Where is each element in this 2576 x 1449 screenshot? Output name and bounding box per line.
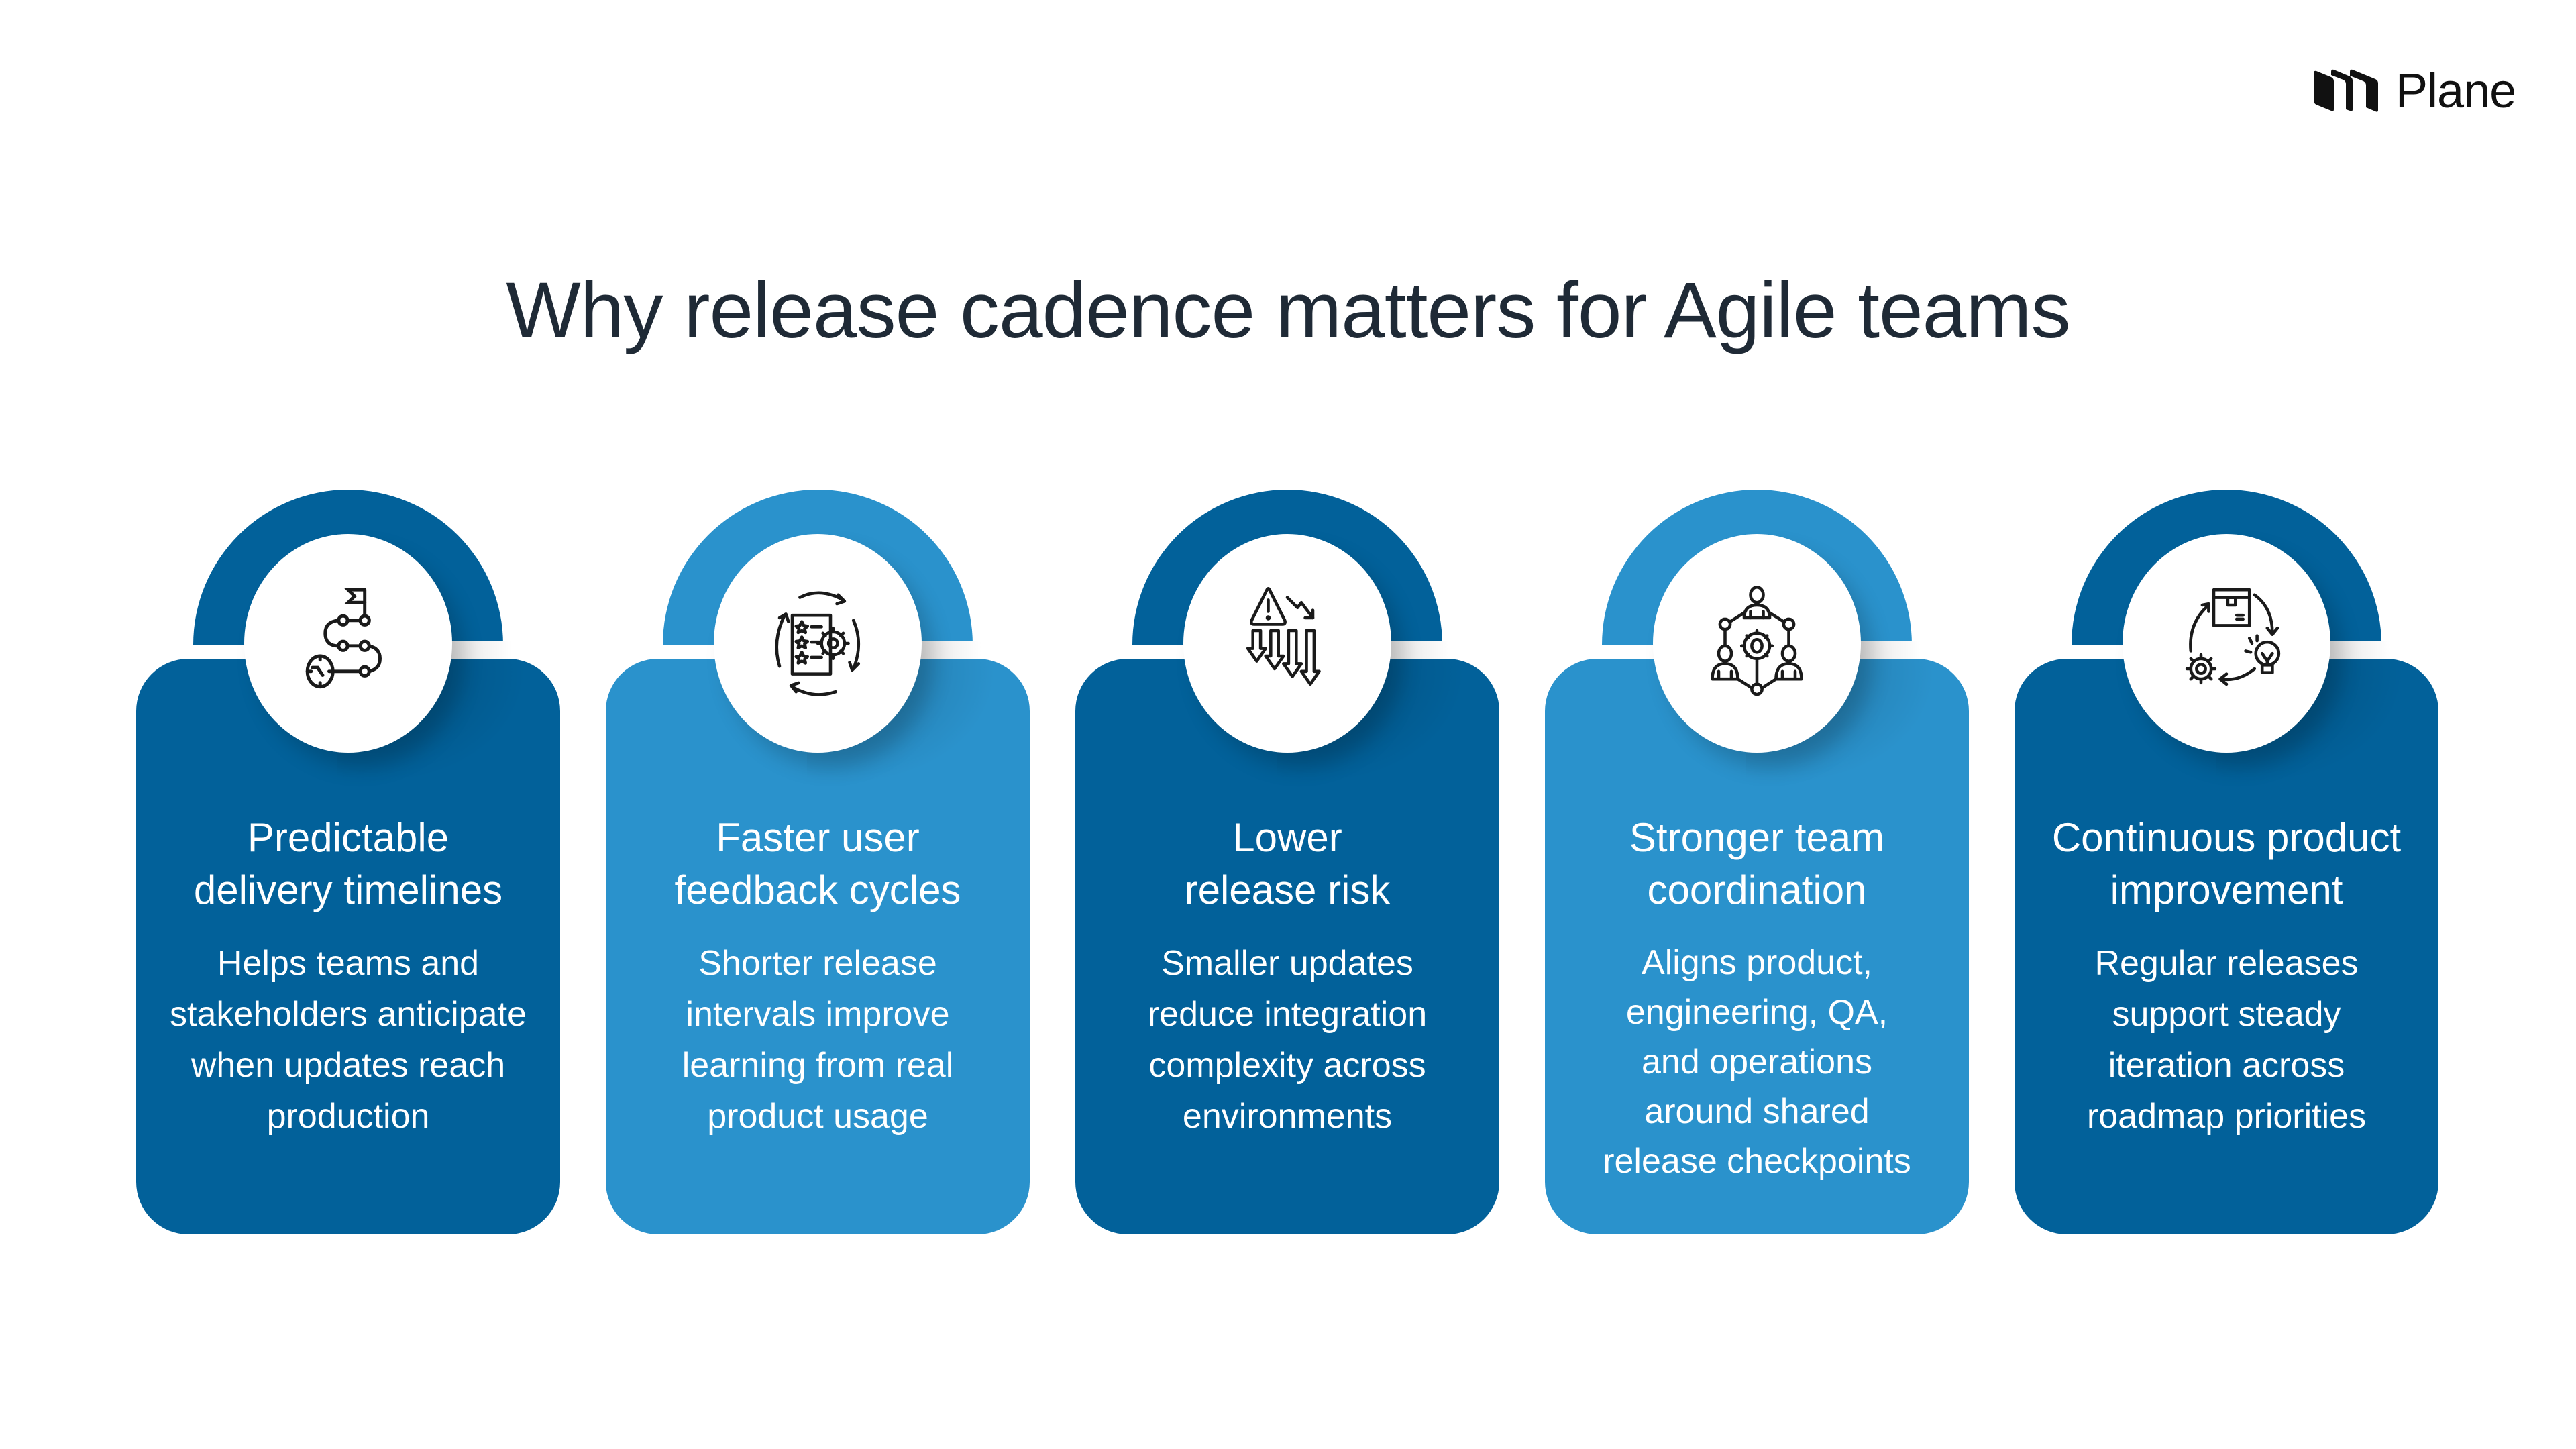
card-desc-line: complexity across [1148, 1046, 1426, 1085]
benefit-card-team-coordination: Stronger team coordination Aligns produc… [1545, 490, 1969, 1234]
card-description: Smaller updates reduce integration compl… [1089, 938, 1486, 1142]
icon-circle [714, 534, 922, 753]
card-desc-line: roadmap priorities [2086, 1097, 2367, 1136]
logo-text: Plane [2396, 64, 2516, 118]
card-desc-line: around shared [1644, 1092, 1870, 1131]
card-title: Stronger team coordination [1545, 812, 1969, 916]
card-desc-line: release checkpoints [1603, 1142, 1911, 1181]
card-title: Faster user feedback cycles [606, 812, 1030, 916]
benefit-card-lower-risk: Lower release risk Smaller updates reduc… [1075, 490, 1499, 1234]
card-desc-line: learning from real [682, 1046, 954, 1085]
card-description: Regular releases support steady iteratio… [2028, 938, 2425, 1142]
card-title-line: feedback cycles [674, 867, 961, 912]
team-coordination-icon [1711, 586, 1803, 696]
card-desc-line: engineering, QA, [1625, 993, 1888, 1032]
card-desc-line: iteration across [2108, 1046, 2345, 1085]
benefit-card-faster-feedback: Faster user feedback cycles Shorter rele… [606, 490, 1030, 1234]
card-desc-line: Helps teams and [217, 944, 480, 983]
icon-circle [1183, 534, 1391, 753]
plane-logo: Plane [2311, 64, 2516, 119]
card-description: Aligns product, engineering, QA, and ope… [1558, 938, 1955, 1186]
card-desc-line: product usage [707, 1097, 928, 1136]
icon-circle [2123, 534, 2330, 753]
card-desc-line: production [266, 1097, 430, 1136]
card-title: Predictable delivery timelines [136, 812, 560, 916]
card-title: Lower release risk [1075, 812, 1499, 916]
card-desc-line: support steady [2112, 995, 2341, 1034]
risk-reduction-icon [1246, 587, 1321, 686]
benefit-card-predictable-delivery: Predictable delivery timelines Helps tea… [136, 490, 560, 1234]
card-title-line: Continuous product [2051, 815, 2402, 860]
card-desc-line: and operations [1641, 1042, 1873, 1081]
card-title-line: Stronger team [1629, 815, 1885, 860]
card-title-line: improvement [2110, 867, 2343, 912]
icon-circle [244, 534, 452, 753]
card-desc-line: reduce integration [1147, 995, 1428, 1034]
card-title-line: delivery timelines [193, 867, 503, 912]
card-title-line: release risk [1184, 867, 1391, 912]
feedback-cycle-icon [775, 591, 861, 696]
card-desc-line: stakeholders anticipate [170, 995, 527, 1034]
card-desc-line: intervals improve [686, 995, 950, 1034]
card-description: Helps teams and stakeholders anticipate … [150, 938, 547, 1142]
card-desc-line: Aligns product, [1642, 943, 1872, 982]
card-title: Continuous product improvement [2015, 812, 2438, 916]
card-desc-line: Shorter release [698, 944, 937, 983]
card-desc-line: Regular releases [2094, 944, 2359, 983]
card-description: Shorter release intervals improve learni… [619, 938, 1016, 1142]
card-desc-line: Smaller updates [1161, 944, 1413, 983]
card-title-line: coordination [1647, 867, 1867, 912]
card-body [2015, 659, 2438, 1234]
card-title-line: Predictable [247, 815, 449, 860]
card-desc-line: environments [1182, 1097, 1393, 1136]
continuous-improvement-icon [2185, 588, 2281, 686]
benefit-card-continuous-improvement: Continuous product improvement Regular r… [2015, 490, 2438, 1234]
card-title-line: Lower [1232, 815, 1342, 860]
page-title: Why release cadence matters for Agile te… [506, 266, 2070, 355]
icon-circle [1653, 534, 1861, 753]
card-title-line: Faster user [716, 815, 920, 860]
roadmap-timeline-icon [305, 588, 382, 689]
card-desc-line: when updates reach [191, 1046, 506, 1085]
plane-logo-icon [2314, 69, 2378, 112]
